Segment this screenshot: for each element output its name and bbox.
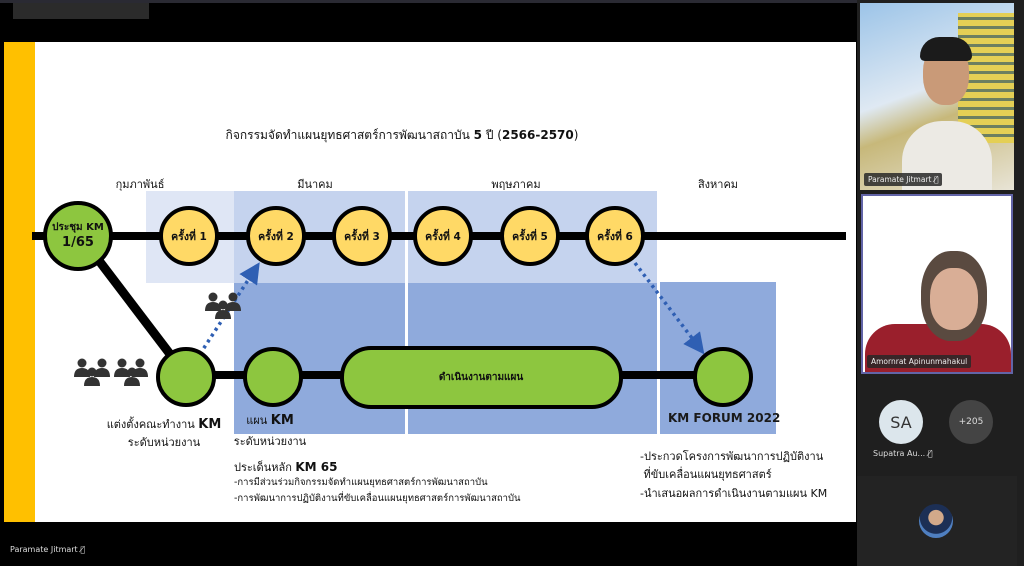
meeting-km-number: 1/65 xyxy=(62,235,94,250)
key-issues-heading: ประเด็นหลัก KM 65 xyxy=(234,460,338,474)
presenter-bar xyxy=(0,522,858,566)
participant-tile[interactable]: Paramate Jitmart 🎙̸ xyxy=(860,3,1014,190)
key-issue-item: -การพัฒนาการปฏิบัติงานที่ขับเคลื่อนแผนยุ… xyxy=(234,493,521,504)
session-label: ครั้งที่ 4 xyxy=(425,231,461,243)
session-circle xyxy=(332,206,392,266)
self-avatar[interactable] xyxy=(919,504,953,538)
session-circle xyxy=(246,206,306,266)
forum-label: KM FORUM 2022 xyxy=(668,411,781,425)
window-tab[interactable] xyxy=(13,3,149,19)
accent-bar xyxy=(4,42,35,522)
mic-muted-icon: 🎙̸ xyxy=(933,175,939,184)
presenter-name: Paramate Jitmart 🎙̸ xyxy=(10,545,86,554)
people-crowd-icon xyxy=(74,358,148,386)
plan-circle xyxy=(243,347,303,407)
participant-name: Supatra Au... 🎙̸ xyxy=(873,449,933,458)
timeline-diagram xyxy=(32,191,846,434)
more-participants-button[interactable]: +205 xyxy=(949,400,993,444)
execution-pill xyxy=(340,346,623,409)
participant-hair xyxy=(920,37,972,61)
session-label: ครั้งที่ 3 xyxy=(344,231,380,243)
participant-avatar[interactable]: SA xyxy=(879,400,923,444)
top-bar xyxy=(0,0,1024,3)
committee-label: แต่งตั้งคณะทำงาน KM xyxy=(106,417,222,432)
session-label: ครั้งที่ 2 xyxy=(258,231,294,243)
committee-sublabel: ระดับหน่วยงาน xyxy=(127,436,201,449)
mic-muted-icon: 🎙̸ xyxy=(80,545,86,554)
participant-name-tag: Paramate Jitmart 🎙̸ xyxy=(864,173,943,186)
session-label: ครั้งที่ 6 xyxy=(597,231,633,243)
execution-label: ดำเนินงานตามแผน xyxy=(438,372,524,383)
forum-item: ที่ขับเคลื่อนแผนยุทธศาสตร์ xyxy=(640,468,772,481)
committee-circle xyxy=(156,347,216,407)
mic-muted-icon: 🎙̸ xyxy=(927,449,933,458)
session-circle xyxy=(585,206,645,266)
session-circle xyxy=(500,206,560,266)
slide-title: กิจกรรมจัดทำแผนยุทธศาสตร์การพัฒนาสถาบัน … xyxy=(225,128,579,142)
session-circle xyxy=(413,206,473,266)
participants-panel: Paramate Jitmart 🎙̸ Amornrat Apinunmahak… xyxy=(857,0,1024,566)
meeting-km-circle xyxy=(43,201,113,271)
session-label: ครั้งที่ 5 xyxy=(512,231,548,243)
shared-slide: กิจกรรมจัดทำแผนยุทธศาสตร์การพัฒนาสถาบัน … xyxy=(4,42,856,522)
month-mar: มีนาคม xyxy=(297,178,333,191)
forum-circle xyxy=(693,347,753,407)
session-label: ครั้งที่ 1 xyxy=(171,231,207,243)
session-circle xyxy=(159,206,219,266)
plan-label: แผน KM xyxy=(246,413,294,428)
self-view xyxy=(857,476,1017,566)
participant-tile-active[interactable]: Amornrat Apinunmahakul xyxy=(861,194,1013,374)
plan-sublabel: ระดับหน่วยงาน xyxy=(233,435,307,448)
key-issue-item: -การมีส่วนร่วมกิจกรรมจัดทำแผนยุทธศาสตร์ก… xyxy=(234,477,488,488)
month-feb: กุมภาพันธ์ xyxy=(115,178,165,191)
month-may: พฤษภาคม xyxy=(491,178,541,191)
participant-face xyxy=(930,268,978,330)
forum-item: -นำเสนอผลการดำเนินงานตามแผน KM xyxy=(640,487,828,500)
forum-item: -ประกวดโครงการพัฒนาการปฏิบัติงาน xyxy=(640,450,824,463)
month-aug: สิงหาคม xyxy=(697,178,739,191)
participant-name-tag: Amornrat Apinunmahakul xyxy=(867,355,972,368)
meeting-km-label: ประชุม KM xyxy=(52,222,104,233)
